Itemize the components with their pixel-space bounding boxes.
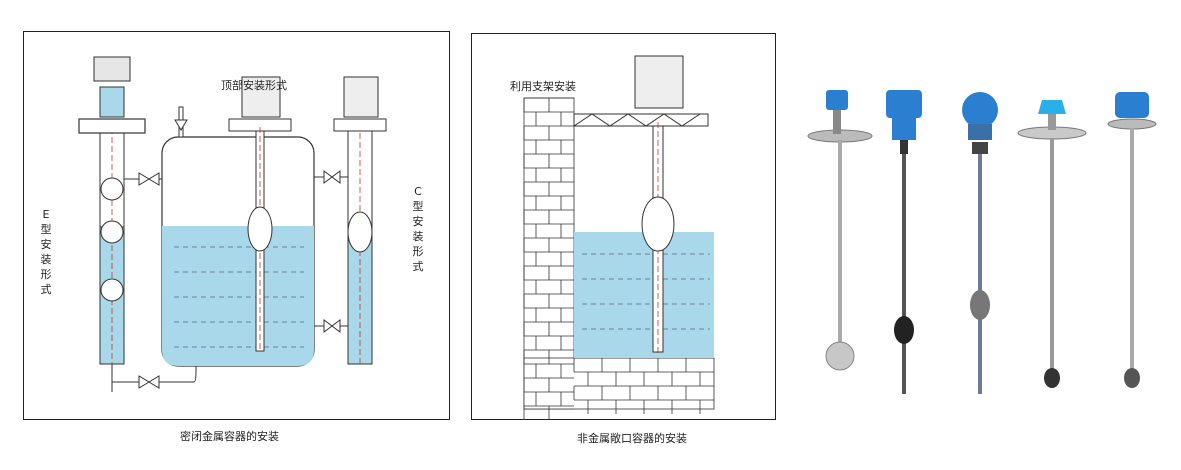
support-bracket [573, 55, 709, 354]
product-photos [800, 80, 1170, 410]
brick-wall [523, 97, 715, 420]
sealed-container-diagram: 顶部安装形式 E型安装形式 C型安装形式 [23, 31, 450, 420]
product-2 [886, 90, 922, 394]
label-e-type: E型安装形式 [40, 208, 52, 296]
label-bracket-install: 利用支架安装 [510, 80, 576, 93]
e-type-pipe [78, 56, 184, 392]
caption-open-container: 非金属敞口容器的安装 [577, 432, 687, 445]
product-3 [962, 92, 998, 394]
label-top-install: 顶部安装形式 [221, 79, 287, 92]
product-1 [807, 90, 873, 371]
label-c-type: C型安装形式 [412, 185, 424, 273]
c-type-pipe [314, 76, 387, 367]
open-container-drawing [523, 55, 715, 420]
caption-sealed-container: 密闭金属容器的安装 [180, 430, 279, 443]
sealed-container-drawing [78, 56, 387, 392]
open-container-diagram: 利用支架安装 [471, 33, 776, 420]
product-5 [1107, 92, 1157, 388]
product-photo-strip [807, 90, 1157, 394]
sealed-tank [161, 76, 315, 383]
product-4 [1017, 100, 1087, 388]
water-area [574, 232, 714, 358]
